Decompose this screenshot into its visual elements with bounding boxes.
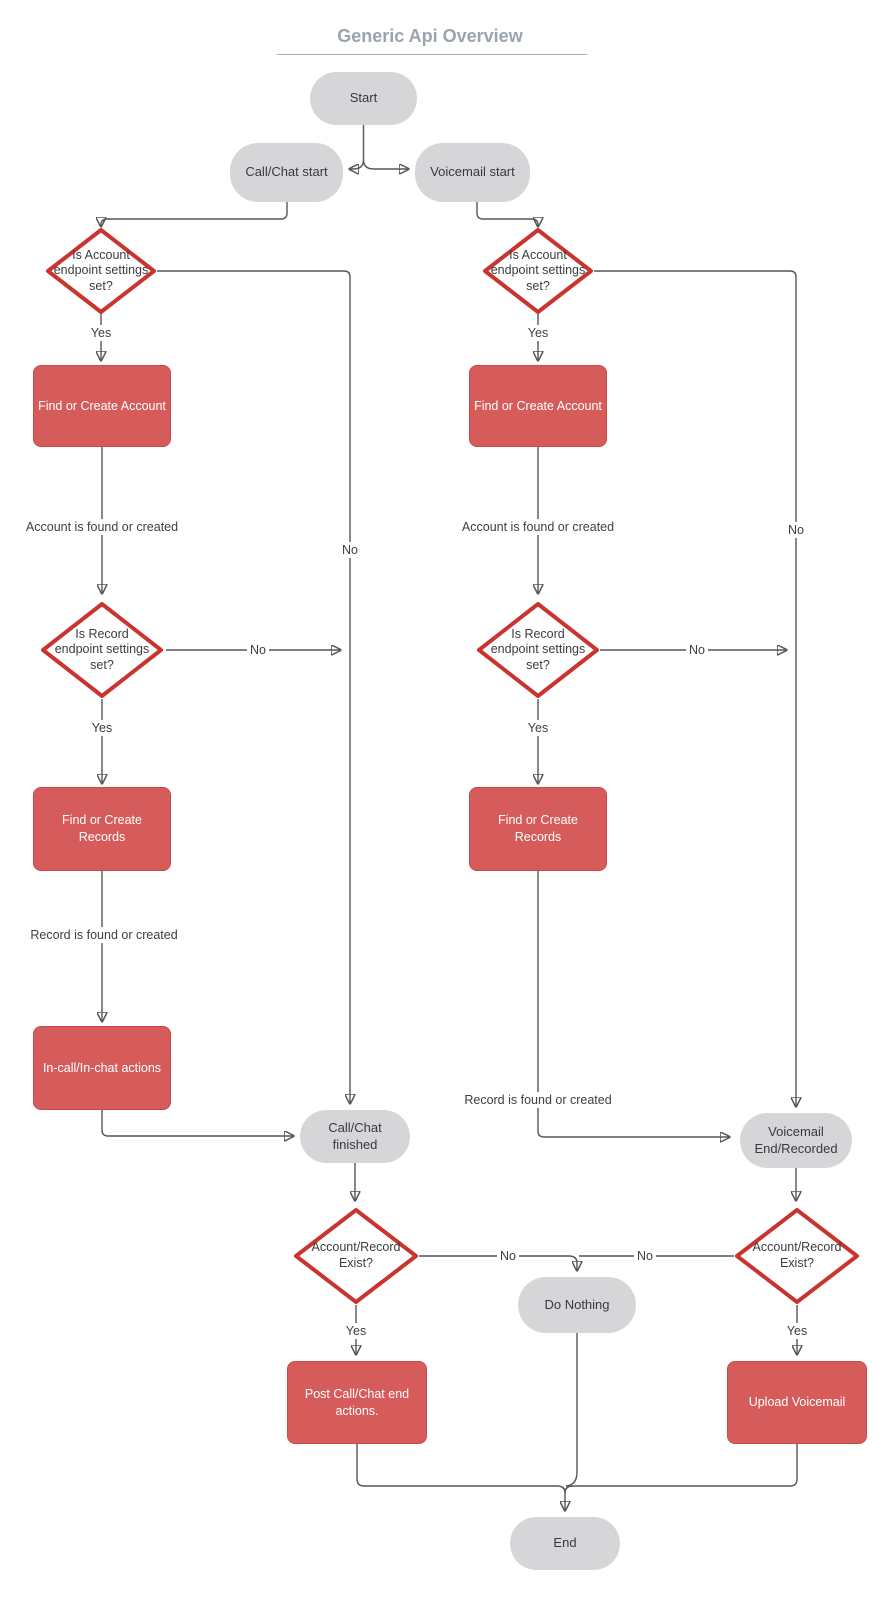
edge-label-vm-record-no: No (686, 642, 708, 658)
edge-label-vm-account-yes: Yes (524, 325, 552, 341)
edge-label-vm-record-found: Record is found or created (461, 1092, 615, 1108)
node-upload-voicemail-label: Upload Voicemail (748, 1395, 846, 1410)
decision-cc-is-account-endpoint-set-label: Is Account endpoint settings set? (53, 247, 149, 293)
node-cc-find-or-create-account-label: Find or Create Account (38, 398, 166, 413)
edge-vm-account-no (594, 270, 796, 1106)
decision-cc-is-account-endpoint-set: Is Account endpoint settings set? (45, 227, 157, 315)
node-start-label: Start (349, 90, 378, 106)
node-cc-find-or-create-records-label: Find or Create Records (62, 813, 142, 844)
node-vm-find-or-create-records: Find or Create Records (469, 787, 607, 871)
edge-label-cc-account-no: No (339, 542, 361, 558)
node-call-chat-start: Call/Chat start (230, 143, 343, 202)
node-vm-find-or-create-account: Find or Create Account (469, 365, 607, 447)
edge-donothing-down (565, 1333, 578, 1487)
edge-label-cc-record-found: Record is found or created (27, 927, 181, 943)
title-underline (277, 54, 587, 55)
decision-vm-account-record-exist-label: Account/Record Exist? (752, 1240, 842, 1270)
edge-label-cc-exist-yes: Yes (342, 1323, 370, 1339)
edge-start-to-callchat (350, 125, 365, 169)
diagram-title: Generic Api Overview (337, 26, 523, 46)
diamond-icon (735, 1208, 859, 1304)
decision-vm-is-account-endpoint-set-label: Is Account endpoint settings set? (490, 247, 586, 293)
node-post-call-chat-end-actions-label: Post Call/Chat end actions. (304, 1386, 410, 1418)
decision-vm-is-account-endpoint-set: Is Account endpoint settings set? (482, 227, 594, 315)
decision-cc-account-record-exist-label: Account/Record Exist? (311, 1240, 401, 1270)
edge-cc-exist-no (419, 1255, 577, 1270)
edge-label-cc-record-yes: Yes (88, 720, 116, 736)
edge-label-cc-exist-no: No (497, 1248, 519, 1264)
diamond-icon (294, 1208, 418, 1304)
node-call-chat-start-label: Call/Chat start (245, 164, 328, 180)
node-call-chat-finished: Call/Chat finished (300, 1110, 410, 1163)
node-end: End (510, 1517, 620, 1570)
node-voicemail-end-recorded-label: Voicemail End/Recorded (754, 1123, 838, 1156)
edge-cc-account-no (157, 270, 350, 1103)
decision-vm-is-record-endpoint-set: Is Record endpoint settings set? (476, 601, 600, 699)
node-vm-find-or-create-account-label: Find or Create Account (474, 398, 602, 413)
node-call-chat-finished-label: Call/Chat finished (328, 1119, 382, 1152)
decision-cc-is-record-endpoint-set: Is Record endpoint settings set? (40, 601, 164, 699)
diamond-icon (477, 602, 599, 698)
edge-label-cc-account-yes: Yes (87, 325, 115, 341)
edge-label-vm-account-found: Account is found or created (458, 519, 618, 535)
node-voicemail-start-label: Voicemail start (430, 164, 515, 180)
edge-label-cc-record-no: No (247, 642, 269, 658)
node-post-call-chat-end-actions: Post Call/Chat end actions. (287, 1361, 427, 1444)
edge-label-vm-exist-yes: Yes (783, 1323, 811, 1339)
node-do-nothing-label: Do Nothing (544, 1296, 610, 1312)
edge-vm-record-found (537, 871, 729, 1137)
diamond-icon (46, 228, 156, 314)
node-vm-find-or-create-records-label: Find or Create Records (498, 813, 578, 844)
diamond-icon (41, 602, 163, 698)
edge-postcall-to-merge (356, 1444, 566, 1494)
node-end-label: End (553, 1535, 577, 1551)
decision-vm-is-record-endpoint-set-label: Is Record endpoint settings set? (490, 626, 586, 672)
edge-label-cc-account-found: Account is found or created (22, 519, 182, 535)
decision-cc-is-record-endpoint-set-label: Is Record endpoint settings set? (54, 626, 150, 672)
decision-vm-account-record-exist: Account/Record Exist? (734, 1207, 860, 1305)
edge-incall-to-finished (101, 1110, 293, 1136)
diamond-icon (483, 228, 593, 314)
edge-start-to-voicemail (362, 159, 409, 169)
node-in-call-in-chat-actions: In-call/In-chat actions (33, 1026, 171, 1110)
node-voicemail-end-recorded: Voicemail End/Recorded (740, 1113, 852, 1168)
node-cc-find-or-create-account: Find or Create Account (33, 365, 171, 447)
node-voicemail-start: Voicemail start (415, 143, 530, 202)
edge-label-vm-account-no: No (785, 522, 807, 538)
edge-label-vm-record-yes: Yes (524, 720, 552, 736)
edge-voicemail-to-account-decision (476, 202, 538, 226)
decision-cc-account-record-exist: Account/Record Exist? (293, 1207, 419, 1305)
node-do-nothing: Do Nothing (518, 1277, 636, 1333)
edge-upload-to-merge (564, 1444, 798, 1494)
edge-callchat-to-account-decision (101, 202, 288, 226)
node-cc-find-or-create-records: Find or Create Records (33, 787, 171, 871)
node-start: Start (310, 72, 417, 125)
node-in-call-in-chat-actions-label: In-call/In-chat actions (42, 1060, 162, 1075)
edge-label-vm-exist-no: No (634, 1248, 656, 1264)
node-upload-voicemail: Upload Voicemail (727, 1361, 867, 1444)
